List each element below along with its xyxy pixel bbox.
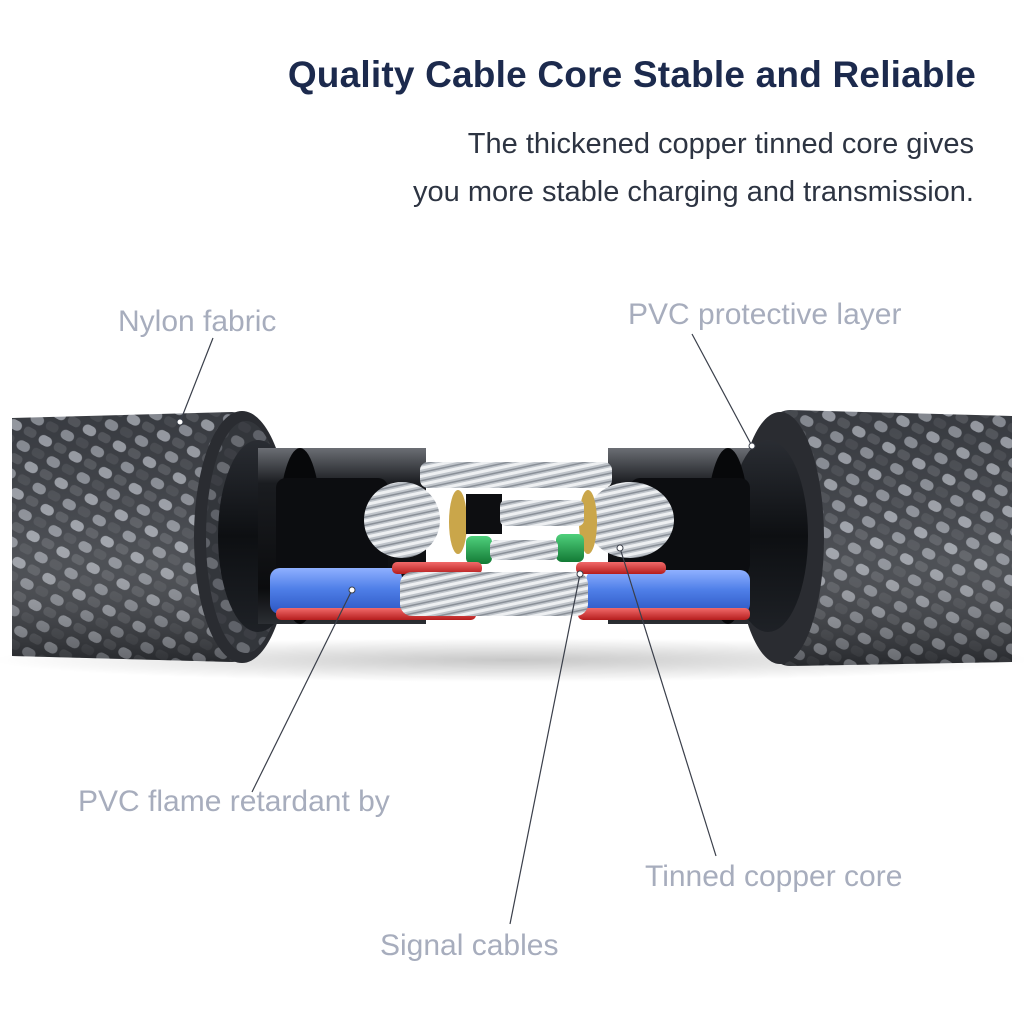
- tinned-copper-core: [400, 572, 588, 616]
- callout-nylon-fabric: Nylon fabric: [118, 305, 277, 338]
- power-wire-blue: [270, 568, 750, 614]
- leader-pvc-protective: [691, 333, 753, 447]
- power-wire-red: [276, 562, 750, 620]
- top-strand-bundle: [420, 462, 612, 488]
- leader-dots: [176, 418, 756, 594]
- subtitle-line-2: you more stable charging and transmissio…: [413, 176, 974, 208]
- leader-nylon-fabric: [179, 337, 214, 423]
- callout-signal-cables: Signal cables: [380, 929, 559, 962]
- leader-signal-cables: [509, 573, 581, 925]
- subtitle-line-1: The thickened copper tinned core gives: [467, 128, 974, 160]
- leader-pvc-flame-retardant: [251, 589, 353, 793]
- callout-tinned-copper-core: Tinned copper core: [645, 860, 903, 893]
- signal-wire-bundle-left: [364, 482, 467, 558]
- callout-pvc-flame-retardant: PVC flame retardant by: [78, 785, 390, 818]
- page-title: Quality Cable Core Stable and Reliable: [287, 54, 976, 95]
- callout-pvc-protective-layer: PVC protective layer: [628, 298, 902, 331]
- leader-tinned-copper: [619, 547, 717, 857]
- signal-wire-bundle-right: [579, 482, 674, 558]
- leader-lines: [179, 333, 753, 925]
